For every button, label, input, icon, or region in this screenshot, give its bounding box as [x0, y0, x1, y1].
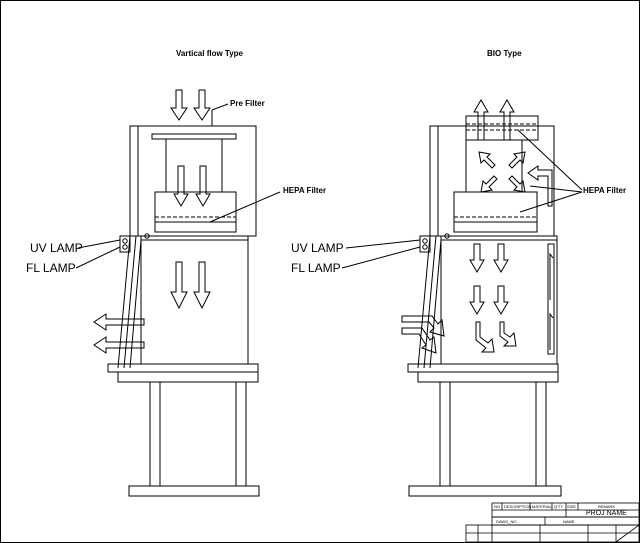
left-uv-lamp [122, 238, 128, 244]
right-hepa-filter [453, 191, 538, 233]
left-lamp-housing [119, 235, 131, 253]
tb-col-qty: Q'TY [554, 504, 563, 509]
right-view-title: BIO Type [487, 49, 522, 58]
left-stand-leg-2 [235, 381, 247, 487]
right-uv-lamp-label: UV LAMP [291, 241, 344, 255]
right-cabinet [341, 99, 583, 497]
right-top-housing [429, 125, 555, 237]
left-stand-base [128, 485, 260, 497]
left-hepa-filter-label: HEPA Filter [283, 186, 327, 195]
title-block [465, 502, 640, 543]
left-uv-lamp-label: UV LAMP [30, 241, 83, 255]
right-exhaust-hepa [465, 115, 539, 141]
tb-name: NAME [563, 519, 575, 524]
right-lamp-housing [419, 235, 431, 253]
tb-dawg-no: DAWG_NO [496, 519, 517, 524]
left-view-title: Vartical flow Type [176, 49, 243, 58]
right-work-chamber [440, 235, 558, 365]
right-stand-base [408, 485, 562, 497]
left-pre-filter [151, 133, 237, 140]
tb-col-no: NO [494, 504, 500, 509]
right-hepa-filter-label: HEPA Filter [583, 186, 627, 195]
tb-col-remark: REMARK [598, 504, 616, 509]
left-hepa-filter [154, 191, 237, 233]
left-fl-lamp-label: FL LAMP [26, 261, 76, 275]
tb-col-material: MATERIAL [532, 504, 552, 509]
left-cabinet [75, 89, 281, 497]
left-top-housing [129, 125, 257, 237]
right-fl-lamp-label: FL LAMP [291, 261, 341, 275]
tb-proj-name: PROJ NAME [586, 510, 627, 517]
left-pre-filter-label: Pre Filter [230, 99, 265, 108]
left-stand-leg-1 [149, 381, 161, 487]
tb-col-size: SIZE [567, 504, 576, 509]
tb-col-description: DESCRIPTION [504, 504, 532, 509]
left-work-chamber [140, 235, 249, 365]
left-fl-lamp [122, 244, 128, 250]
